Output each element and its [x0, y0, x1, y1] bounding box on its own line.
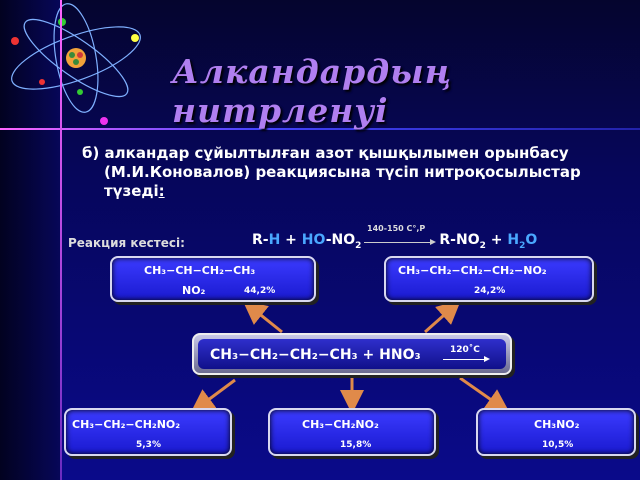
product-percent: 15,8%	[340, 440, 372, 450]
reaction-label: Реакция кестесі:	[68, 236, 185, 250]
product-box-5: CH₃NO₂ 10,5%	[476, 408, 636, 456]
left-band	[0, 0, 62, 480]
arrow-to-product-3	[190, 378, 236, 414]
reactant-box: CH₃−CH₂−CH₂−CH₃ + HNO₃ 120˚C	[192, 333, 512, 375]
product-box-3: CH₃−CH₂−CH₂NO₂ 5,3%	[64, 408, 232, 456]
reactant-formula: CH₃−CH₂−CH₂−CH₃ + HNO₃	[210, 347, 421, 363]
product-box-1: CH₃−CH−CH₂−CH₃ NO₂ 44,2%	[110, 256, 316, 302]
product-formula: CH₃−CH₂−CH₂−CH₂−NO₂	[398, 264, 547, 277]
arrow-to-product-1	[242, 300, 283, 334]
intro-text: б) алкандар сұйылтылған азот қышқылымен …	[82, 144, 581, 200]
reactant-arrow	[443, 356, 490, 362]
product-box-4: CH₃−CH₂NO₂ 15,8%	[268, 408, 436, 456]
decorative-vertical-line	[60, 0, 62, 480]
arrow-to-product-5	[459, 376, 510, 413]
product-formula: CH₃−CH−CH₂−CH₃	[144, 264, 256, 277]
product-formula: CH₃−CH₂−CH₂NO₂	[72, 418, 181, 431]
decorative-horizontal-line	[0, 128, 640, 130]
product-formula: CH₃NO₂	[534, 418, 580, 431]
product-percent: 44,2%	[244, 286, 276, 296]
reaction-arrow	[364, 239, 436, 245]
product-percent: 10,5%	[542, 440, 574, 450]
reactant-temperature: 120˚C	[450, 345, 480, 355]
product-percent: 5,3%	[136, 440, 161, 450]
product-formula: CH₃−CH₂NO₂	[302, 418, 379, 431]
reaction-condition: 140-150 C°,P	[367, 224, 426, 233]
product-box-2: CH₃−CH₂−CH₂−CH₂−NO₂ 24,2%	[384, 256, 594, 302]
slide-title: Алкандардың нитрленуі	[172, 52, 453, 130]
product-substituent: NO₂	[182, 284, 206, 297]
product-percent: 24,2%	[474, 286, 506, 296]
arrow-to-product-2	[424, 300, 461, 334]
